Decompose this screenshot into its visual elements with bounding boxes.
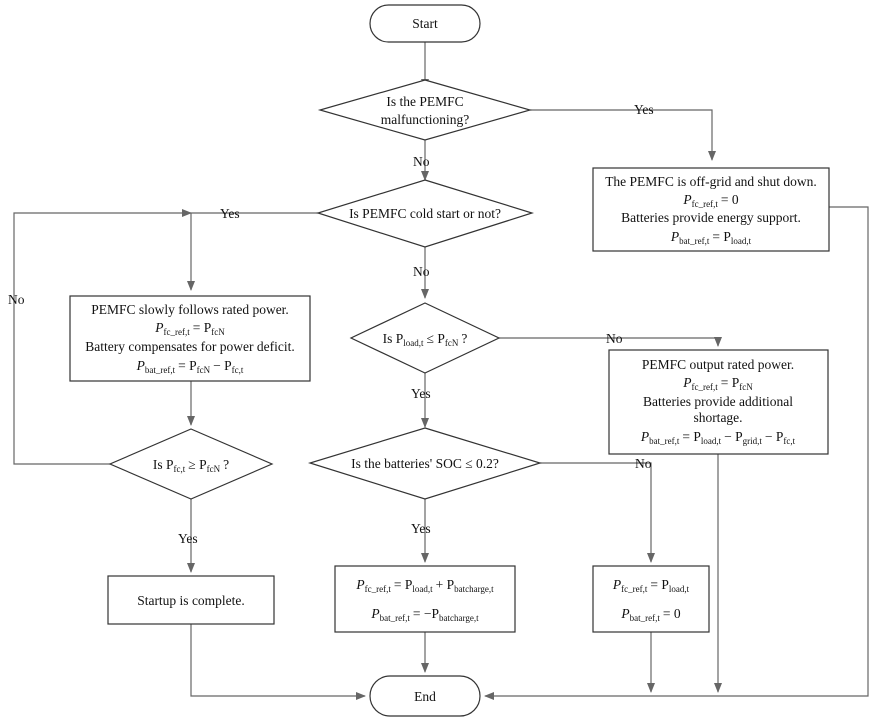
soc-decision: Is the batteries' SOC ≤ 0.2? bbox=[307, 427, 543, 500]
no-charge-eq2: Pbat_ref,t= 0 bbox=[620, 606, 680, 623]
end-node: End bbox=[369, 675, 481, 717]
soc-diamond bbox=[307, 427, 543, 500]
edge-soc-no bbox=[540, 462, 655, 563]
label-soc-yes: Yes bbox=[411, 521, 431, 536]
end-shape bbox=[369, 675, 481, 717]
rated-output-line1: PEMFC output rated power. bbox=[642, 357, 794, 372]
start-shape bbox=[369, 4, 481, 43]
malfunction-text-line2: malfunctioning? bbox=[381, 112, 469, 127]
malfunction-diamond bbox=[317, 79, 533, 141]
malfunction-decision: Is the PEMFC malfunctioning? bbox=[317, 79, 533, 141]
startup-complete-box bbox=[107, 575, 275, 625]
slow-follow-box bbox=[69, 295, 311, 382]
slow-follow-eq2: Pbat_ref,t= PfcN− Pfc,t bbox=[136, 358, 244, 375]
start-node: Start bbox=[369, 4, 481, 43]
rated-output-box bbox=[608, 349, 829, 455]
malfunction-text-line1: Is the PEMFC bbox=[386, 94, 463, 109]
rated-output-line4: shortage. bbox=[693, 410, 742, 425]
label-cold-no: No bbox=[413, 264, 430, 279]
load-diamond bbox=[349, 302, 501, 374]
label-malfunction-yes: Yes bbox=[634, 102, 654, 117]
startup-complete-text: Startup is complete. bbox=[137, 593, 245, 608]
load-text: Is Pload,t≤ PfcN? bbox=[383, 331, 468, 348]
label-load-yes: Yes bbox=[411, 386, 431, 401]
offgrid-line1: The PEMFC is off-grid and shut down. bbox=[605, 174, 817, 189]
charge-process: Pfc_ref,t= Pload,t+ Pbatcharge,t Pbat_re… bbox=[334, 565, 516, 633]
edge-pfc-no-loop bbox=[13, 209, 192, 465]
edges bbox=[13, 42, 869, 700]
load-decision: Is Pload,t≤ PfcN? bbox=[349, 302, 501, 374]
cold-start-diamond bbox=[315, 179, 535, 248]
offgrid-box bbox=[592, 167, 830, 252]
edge-labels: Yes No Yes No No Yes No Yes Yes No bbox=[8, 102, 654, 546]
rated-output-eq2: Pbat_ref,t= Pload,t− Pgrid,t− Pfc,t bbox=[640, 429, 796, 446]
edge-malfunction-yes bbox=[530, 109, 716, 161]
slow-follow-process: PEMFC slowly follows rated power. Pfc_re… bbox=[69, 295, 311, 382]
soc-text: Is the batteries' SOC ≤ 0.2? bbox=[351, 456, 499, 471]
rated-output-process: PEMFC output rated power. Pfc_ref,t= Pfc… bbox=[608, 349, 829, 455]
rated-output-eq1: Pfc_ref,t= PfcN bbox=[682, 375, 753, 392]
pfc-diamond bbox=[108, 428, 274, 500]
label-pfc-yes: Yes bbox=[178, 531, 198, 546]
offgrid-line3: Batteries provide energy support. bbox=[621, 210, 801, 225]
start-label: Start bbox=[412, 16, 438, 31]
edge-load-no bbox=[499, 337, 722, 347]
no-charge-eq1: Pfc_ref,t= Pload,t bbox=[612, 577, 690, 594]
label-pfc-no: No bbox=[8, 292, 25, 307]
no-charge-process: Pfc_ref,t= Pload,t Pbat_ref,t= 0 bbox=[592, 565, 710, 633]
label-soc-no: No bbox=[635, 456, 652, 471]
rated-output-line3: Batteries provide additional bbox=[643, 394, 793, 409]
pfc-decision: Is Pfc,t≥ PfcN? bbox=[108, 428, 274, 500]
slow-follow-eq1: Pfc_ref,t= PfcN bbox=[154, 320, 225, 337]
label-cold-yes: Yes bbox=[220, 206, 240, 221]
pfc-text: Is Pfc,t≥ PfcN? bbox=[153, 457, 229, 474]
offgrid-eq2: Pbat_ref,t= Pload,t bbox=[670, 229, 752, 246]
label-malfunction-no: No bbox=[413, 154, 430, 169]
end-label: End bbox=[414, 689, 436, 704]
slow-follow-line1: PEMFC slowly follows rated power. bbox=[91, 302, 289, 317]
cold-start-text: Is PEMFC cold start or not? bbox=[349, 206, 501, 221]
startup-complete-process: Startup is complete. bbox=[107, 575, 275, 625]
charge-eq1: Pfc_ref,t= Pload,t+ Pbatcharge,t bbox=[355, 577, 494, 594]
offgrid-process: The PEMFC is off-grid and shut down. Pfc… bbox=[592, 167, 830, 252]
charge-eq2: Pbat_ref,t= −Pbatcharge,t bbox=[370, 606, 479, 623]
offgrid-eq1: Pfc_ref,t= 0 bbox=[682, 192, 738, 209]
no-charge-box bbox=[592, 565, 710, 633]
edge-offgrid-to-end bbox=[484, 206, 869, 700]
cold-start-decision: Is PEMFC cold start or not? bbox=[315, 179, 535, 248]
slow-follow-line3: Battery compensates for power deficit. bbox=[85, 339, 295, 354]
edge-cold-yes bbox=[187, 212, 318, 291]
label-load-no: No bbox=[606, 331, 623, 346]
edge-startup-to-end bbox=[190, 624, 366, 700]
charge-box bbox=[334, 565, 516, 633]
